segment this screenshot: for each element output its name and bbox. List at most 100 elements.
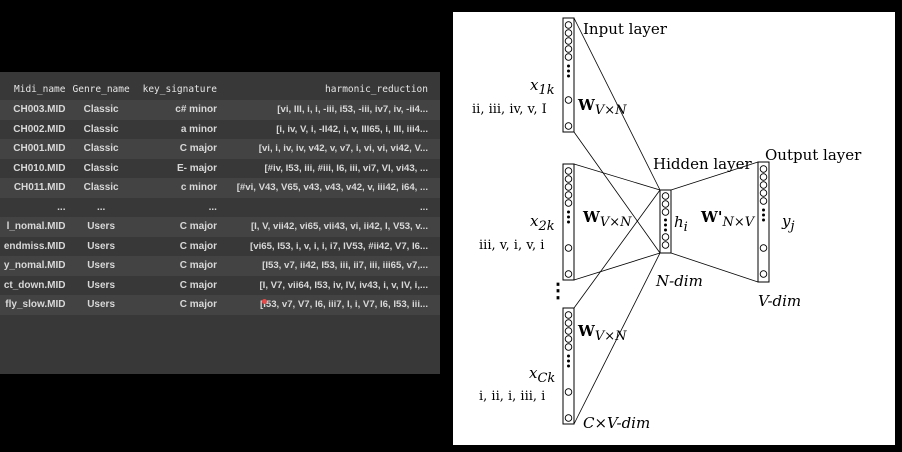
output-neuron: [759, 189, 768, 197]
col-midi-name-cell: ct_down.MID: [3, 279, 66, 291]
input-1-neuron: [564, 37, 573, 45]
output-ellipsis-dot: [762, 213, 765, 217]
x1k-label: x1k: [530, 76, 555, 98]
col-harmonic-reduction-cell: [I53, v7, ii42, I53, iii, ii7, iii, iii6…: [262, 260, 428, 272]
x2k-label: x2k: [530, 212, 555, 234]
input-1-neuron: [564, 45, 573, 53]
output-neuron: [759, 173, 768, 181]
col-genre-name-cell: Classic: [83, 123, 119, 135]
cv-dim-label: C×V-dim: [583, 414, 651, 432]
input-1-ellipsis-dot: [567, 64, 570, 68]
weight-prime-label: W'N×V: [701, 208, 755, 230]
col-harmonic-reduction-header: harmonic_reduction: [325, 83, 428, 95]
hidden-ellipsis-dot: [664, 228, 667, 232]
input-1-neuron: [564, 122, 573, 130]
col-key-signature-cell: C major: [179, 299, 217, 311]
col-midi-name-cell: CH011.MID: [13, 182, 66, 194]
col-midi-name-cell: y_nomal.MID: [3, 260, 66, 272]
col-midi-name-cell: CH001.MID: [13, 143, 66, 155]
output-ellipsis-dot: [762, 208, 765, 212]
cursor-dot: [262, 299, 267, 304]
input-1-neuron: [564, 29, 573, 37]
weight-label-3: WV×N: [578, 322, 627, 344]
col-harmonic-reduction-cell: [i, iv, V, i, -II42, i, v, III65, i, III…: [276, 123, 428, 135]
col-midi-name-cell: CH002.MID: [13, 123, 66, 135]
col-midi-name-header: Midi_name: [14, 83, 66, 95]
input-1-neuron: [564, 53, 573, 61]
col-genre-name-cell: Users: [87, 260, 116, 272]
col-genre-name-cell: Classic: [83, 182, 119, 194]
col-key-signature-cell: C major: [179, 143, 217, 155]
diagram-svg: [562, 17, 770, 425]
hidden-neuron: [661, 192, 670, 200]
input-vector-2: [562, 163, 575, 281]
input-vector-1: [562, 17, 575, 133]
hidden-layer-label: Hidden layer: [653, 155, 752, 173]
chords-1-label: ii, iii, iv, v, I: [472, 102, 547, 117]
input-2-neuron: [564, 191, 573, 199]
hidden-neuron: [661, 233, 670, 241]
col-midi-name-cell: CH010.MID: [13, 162, 66, 174]
input-3-neuron: [564, 311, 573, 319]
col-harmonic-reduction-cell: [vi, i, iv, iv, v42, v, v7, i, vi, vi, v…: [258, 143, 428, 155]
connection-lines: [573, 17, 759, 425]
h-label: hi: [674, 213, 688, 235]
col-key-signature-cell: E- major: [176, 162, 217, 174]
col-genre-name-header: Genre_name: [72, 83, 130, 95]
col-harmonic-reduction-cell: [vi, III, i, i, -iii, i53, -iii, iv7, iv…: [277, 104, 428, 116]
word2vec-diagram: Input layer Hidden layer Output layer x1…: [453, 12, 895, 445]
y-label: yj: [782, 212, 795, 234]
hidden-neuron: [661, 200, 670, 208]
input-3-neuron: [564, 414, 573, 422]
xck-label: xCk: [529, 364, 556, 386]
hidden-neuron: [661, 241, 670, 249]
output-neuron: [759, 165, 768, 173]
input-1-ellipsis-dot: [567, 74, 570, 78]
ellipsis: ⋮: [548, 278, 568, 302]
hidden-neuron: [661, 208, 670, 216]
output-layer-label: Output layer: [765, 146, 862, 164]
input-2-ellipsis-dot: [567, 215, 570, 219]
input-2-neuron: [564, 244, 573, 252]
col-harmonic-reduction-cell: [I, V7, vii64, I53, iv, IV, iv43, i, v, …: [259, 279, 428, 291]
input-3-ellipsis-dot: [567, 359, 570, 363]
col-genre-name-cell: Users: [87, 240, 116, 252]
input-3-neuron: [564, 327, 573, 335]
col-harmonic-reduction-cell: [vi65, I53, i, v, i, i, i7, IV53, #ii42,…: [250, 240, 428, 252]
col-genre-name-cell: Users: [87, 279, 116, 291]
input-2-neuron: [564, 167, 573, 175]
input-3-neuron: [564, 388, 573, 396]
input-layer-label: Input layer: [583, 20, 667, 38]
chords-3-label: i, ii, i, iii, i: [479, 389, 546, 404]
input-3-ellipsis-dot: [567, 364, 570, 368]
output-neuron: [759, 244, 768, 252]
col-midi-name-cell: ...: [57, 201, 66, 213]
input-3-neuron: [564, 343, 573, 351]
input-3-ellipsis-dot: [567, 354, 570, 358]
input-2-ellipsis-dot: [567, 220, 570, 224]
col-genre-name-cell: Classic: [83, 143, 119, 155]
col-harmonic-reduction-cell: [#iv, I53, iii, #iii, I6, iii, vi7, VI, …: [264, 162, 428, 174]
input-2-neuron: [564, 183, 573, 191]
col-harmonic-reduction-cell: [I53, v7, V7, I6, iii7, I, i, V7, I6, I5…: [260, 299, 428, 311]
col-harmonic-reduction-cell: [#vi, V43, V65, v43, v43, v42, v, iii42,…: [236, 182, 428, 194]
weight-label-2: WV×N: [583, 208, 632, 230]
output-neuron: [759, 197, 768, 205]
col-key-signature-cell: ...: [208, 201, 217, 213]
col-key-signature-cell: c minor: [180, 182, 217, 194]
table-row: CH011.MID Classic c minor [#vi, V43, V65, v…: [0, 178, 440, 198]
col-key-signature-cell: C major: [179, 279, 217, 291]
col-genre-name-cell: ...: [96, 201, 106, 213]
weight-label-1: WV×N: [578, 96, 627, 118]
hidden-ellipsis-dot: [664, 223, 667, 227]
